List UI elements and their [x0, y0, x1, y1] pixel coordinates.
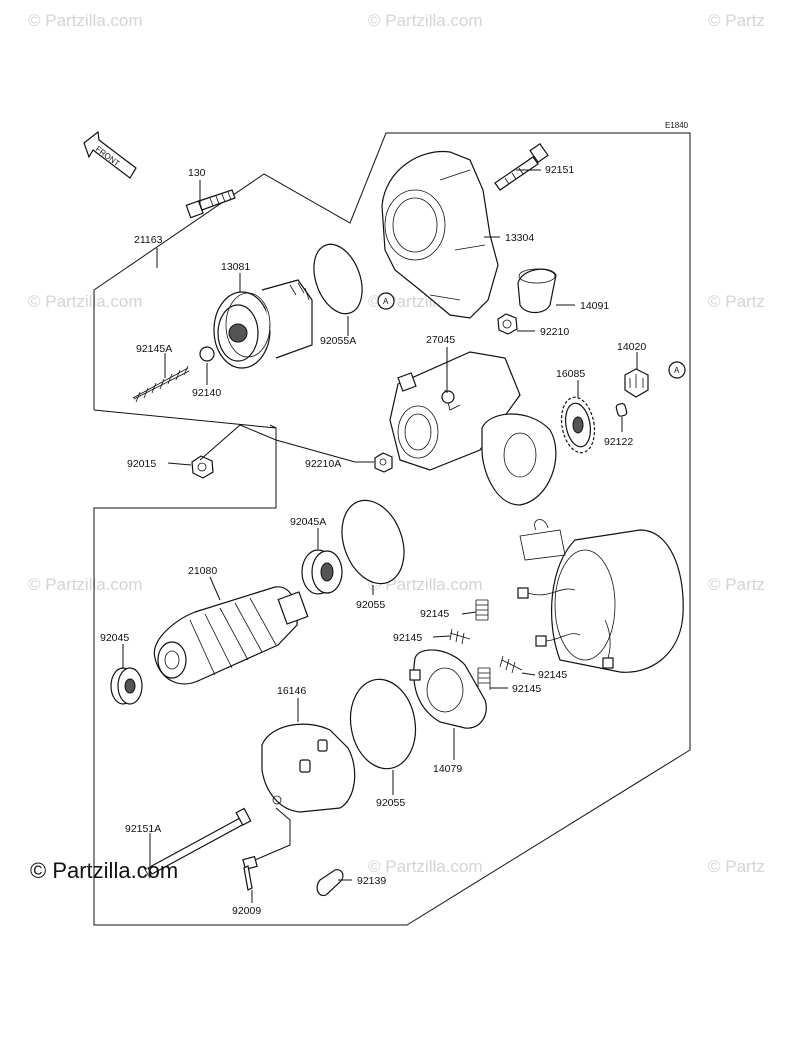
part-label-92151: 92151 [545, 164, 574, 176]
part-label-92055: 92055 [356, 599, 385, 611]
group-boundary [93, 132, 691, 926]
part-label-92145: 92145 [538, 669, 567, 681]
watermark-text: © Partzilla.com [28, 11, 143, 30]
part-label-130: 130 [188, 167, 206, 179]
part-label-92140: 92140 [192, 387, 221, 399]
watermark-text: © Partzilla.com [368, 575, 483, 594]
nut-92210 [497, 313, 518, 335]
ball-92140 [199, 346, 215, 362]
armature-21080 [153, 586, 309, 685]
watermark-text: © Partzilla.com [28, 575, 143, 594]
spring-92145 [449, 628, 471, 645]
part-label-27045: 27045 [426, 334, 455, 346]
spring-92145 [477, 667, 491, 690]
gear-16085 [560, 396, 596, 454]
part-label-13081: 13081 [221, 261, 250, 273]
yoke-assembly [517, 519, 684, 673]
starter-clutch-13081 [213, 279, 313, 369]
pin-92122 [615, 402, 628, 417]
part-label-14079: 14079 [433, 763, 462, 775]
reference-marker-a: A [377, 292, 395, 310]
part-label-92055-bottom: 92055 [376, 797, 405, 809]
end-cover-16146 [261, 723, 356, 813]
nut-92015 [191, 455, 214, 479]
watermark-text: © Partzilla.com [28, 292, 143, 311]
part-label-92145: 92145 [420, 608, 449, 620]
watermark-text: © Partzilla.com [368, 857, 483, 876]
part-label-92045: 92045 [100, 632, 129, 644]
o-ring-92055 [341, 499, 405, 585]
leader-lines [122, 169, 638, 903]
part-label-92122: 92122 [604, 436, 633, 448]
part-label-92015: 92015 [127, 458, 156, 470]
part-label-92145: 92145 [512, 683, 541, 695]
part-label-14020: 14020 [617, 341, 646, 353]
copyright-text: © Partzilla.com [30, 858, 178, 883]
watermark-text: © Partz [708, 857, 765, 876]
part-label-92210: 92210 [540, 326, 569, 338]
part-label-92055A: 92055A [320, 335, 356, 347]
svg-text:A: A [674, 366, 680, 375]
watermark-text: © Partz [708, 11, 765, 30]
part-label-16085: 16085 [556, 368, 585, 380]
part-label-13304: 13304 [505, 232, 534, 244]
part-labels: 130 21163 13081 92145A 92140 92055A 9215… [100, 164, 646, 917]
solenoid-housing-27045 [389, 351, 557, 506]
watermark-text: © Partz [708, 575, 765, 594]
part-label-21080: 21080 [188, 565, 217, 577]
nut-92210A [374, 452, 393, 473]
bearing-92045A [301, 549, 343, 595]
nut-14020 [624, 368, 649, 398]
part-label-21163: 21163 [134, 234, 163, 246]
o-ring-92055A [313, 243, 363, 315]
part-label-92139: 92139 [357, 875, 386, 887]
part-label-92145: 92145 [393, 632, 422, 644]
part-label-92045A: 92045A [290, 516, 326, 528]
diagram-code: E1840 [665, 121, 689, 130]
svg-text:A: A [383, 297, 389, 306]
bolt-92151 [494, 142, 549, 191]
cap-14091 [517, 268, 557, 314]
spring-92145 [475, 599, 489, 621]
watermark-text: © Partzilla.com [368, 11, 483, 30]
watermark-text: © Partz [708, 292, 765, 311]
part-label-14091: 14091 [580, 300, 609, 312]
part-label-16146: 16146 [277, 685, 306, 697]
part-label-92151A: 92151A [125, 823, 161, 835]
bearing-92045 [110, 667, 143, 705]
bushing-92139 [316, 869, 344, 897]
part-label-92145A: 92145A [136, 343, 172, 355]
part-label-92210A: 92210A [305, 458, 341, 470]
gear-case-13304 [381, 150, 499, 319]
brush-holder-14079 [409, 649, 487, 729]
screw-92009 [242, 855, 258, 891]
spring-92145 [499, 655, 523, 674]
front-arrow-icon: FRONT [83, 130, 137, 179]
bolt-130 [185, 189, 236, 219]
bolt-92151A [142, 807, 252, 879]
part-label-92009: 92009 [232, 905, 261, 917]
reference-marker-a: A [668, 361, 686, 379]
spring-92145A [132, 365, 190, 403]
o-ring-92055-bottom [349, 678, 417, 770]
watermark-layer: © Partzilla.com © Partzilla.com © Partz … [28, 11, 765, 876]
